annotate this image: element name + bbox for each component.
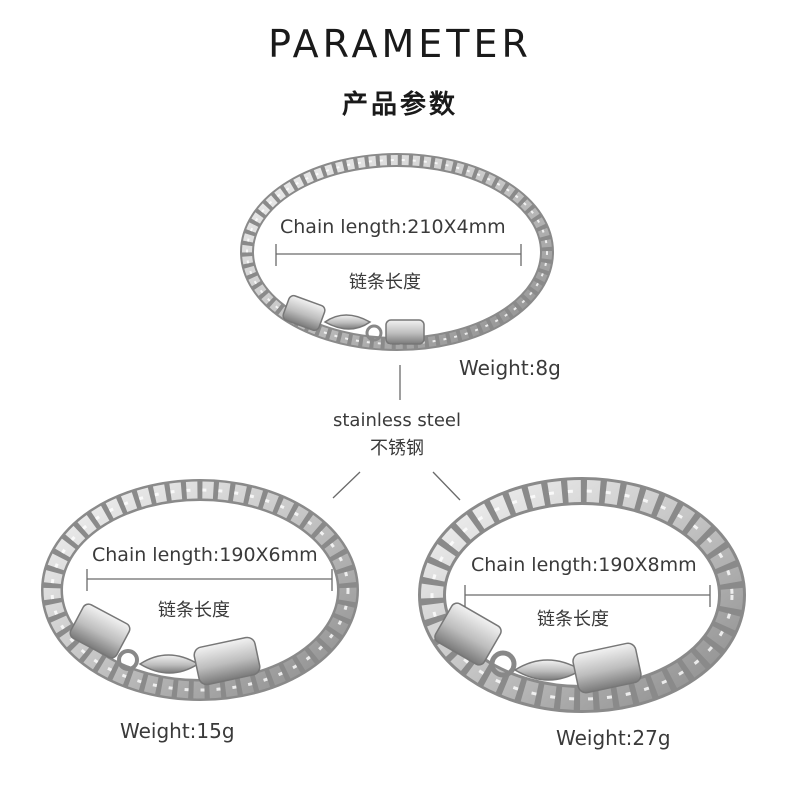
page-title: PARAMETER	[268, 22, 532, 66]
material-cn-label: 不锈钢	[370, 438, 424, 459]
measurement-line-2	[86, 569, 333, 591]
connector-lines	[332, 365, 461, 501]
bracelet-image-medium	[41, 479, 359, 701]
chain-length-cn-label: 链条长度	[537, 609, 609, 630]
measurement-line-3	[464, 585, 711, 607]
bracelet-image-large	[418, 477, 746, 713]
weight-label: Weight:8g	[459, 356, 561, 380]
chain-length-label: Chain length:190X8mm	[471, 554, 697, 576]
chain-length-cn-label: 链条长度	[158, 600, 230, 621]
material-en-label: stainless steel	[332, 410, 461, 431]
page-subtitle: 产品参数	[341, 90, 458, 120]
weight-label: Weight:27g	[556, 726, 671, 750]
chain-length-label: Chain length:190X6mm	[92, 544, 318, 566]
chain-length-label: Chain length:210X4mm	[280, 216, 506, 238]
weight-label: Weight:15g	[120, 719, 235, 743]
bracelet-image-small	[240, 153, 554, 351]
measurement-line-1	[275, 244, 522, 266]
chain-length-cn-label: 链条长度	[349, 272, 421, 293]
